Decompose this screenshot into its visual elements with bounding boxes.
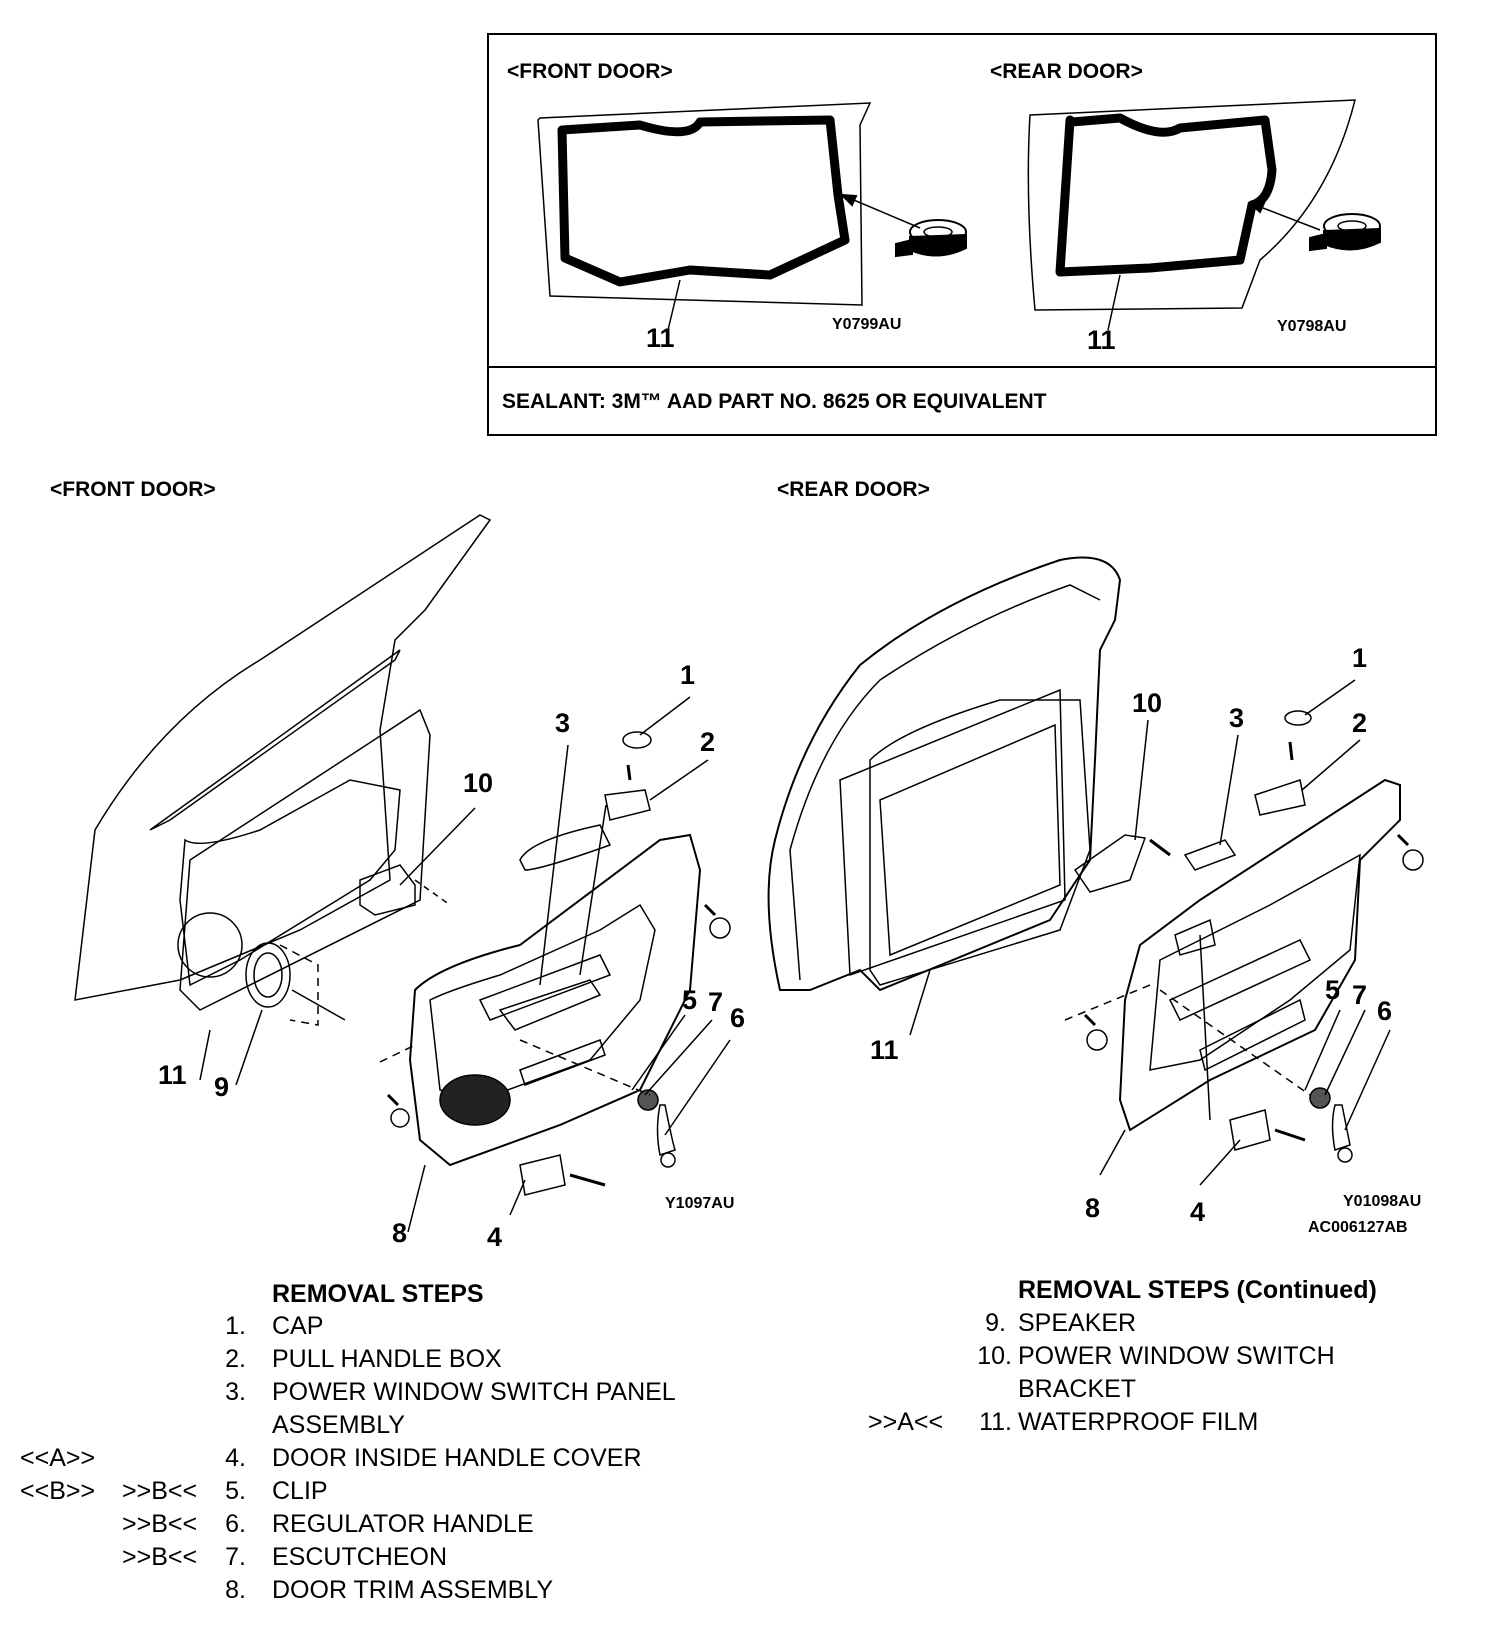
step-3-label: POWER WINDOW SWITCH PANEL [272, 1378, 676, 1406]
front-door-title: <FRONT DOOR> [50, 478, 216, 501]
step-9-label: SPEAKER [1018, 1309, 1137, 1337]
step-11-ref: >>A<< [868, 1408, 944, 1436]
front-callout-6: 6 [730, 1003, 746, 1033]
step-11-label: WATERPROOF FILM [1018, 1408, 1259, 1436]
front-callout-9: 9 [214, 1072, 230, 1102]
sealant-rear-title: <REAR DOOR> [990, 60, 1143, 83]
front-callout-2: 2 [700, 727, 716, 757]
step-9-num: 9. [985, 1309, 1006, 1337]
front-callout-1: 1 [680, 660, 696, 690]
step-5-ref-b: >>B<< [122, 1477, 198, 1505]
step-1-num: 1. [225, 1312, 246, 1340]
step-5-ref-a: <<B>> [20, 1477, 96, 1505]
front-callout-5: 5 [682, 985, 698, 1015]
rear-callout-8: 8 [1085, 1193, 1101, 1223]
step-2-num: 2. [225, 1345, 246, 1373]
front-callout-10: 10 [463, 768, 494, 798]
rear-callout-3: 3 [1229, 703, 1245, 733]
front-door-code: Y1097AU [665, 1195, 735, 1212]
front-callout-7: 7 [708, 987, 724, 1017]
step-6-ref-b: >>B<< [122, 1510, 198, 1538]
step-8-num: 8. [225, 1576, 246, 1604]
rear-callout-1: 1 [1352, 643, 1368, 673]
front-door-sealant-illustration [537, 102, 967, 331]
step-10-label: POWER WINDOW SWITCH [1018, 1342, 1335, 1370]
rear-callout-5: 5 [1325, 975, 1341, 1005]
front-callout-8: 8 [392, 1218, 408, 1248]
rear-door-exploded-illustration [767, 556, 1424, 1186]
sealant-front-code: Y0799AU [832, 316, 902, 333]
rear-door-code: Y01098AU [1343, 1193, 1422, 1210]
step-6-num: 6. [225, 1510, 246, 1538]
front-callout-3: 3 [555, 708, 571, 738]
removal-steps-continued-title: REMOVAL STEPS (Continued) [1018, 1276, 1377, 1304]
step-10-num: 10. [977, 1342, 1012, 1370]
step-7-num: 7. [225, 1543, 246, 1571]
step-1-label: CAP [272, 1312, 324, 1340]
step-6-label: REGULATOR HANDLE [272, 1510, 534, 1538]
step-5-label: CLIP [272, 1477, 328, 1505]
rear-callout-7: 7 [1352, 980, 1368, 1010]
step-2-label: PULL HANDLE BOX [272, 1345, 502, 1373]
rear-callout-4: 4 [1190, 1197, 1206, 1227]
step-11-num: 11. [979, 1408, 1012, 1436]
front-door-exploded-illustration [74, 514, 731, 1233]
step-3-num: 3. [225, 1378, 246, 1406]
front-callout-4: 4 [487, 1222, 503, 1252]
sealant-front-title: <FRONT DOOR> [507, 60, 673, 83]
step-10-label-line2: BRACKET [1018, 1375, 1137, 1403]
rear-door-sealant-illustration [1027, 99, 1381, 331]
sealant-front-callout: 11 [646, 323, 675, 353]
rear-callout-6: 6 [1377, 996, 1393, 1026]
rear-callout-10: 10 [1132, 688, 1163, 718]
step-7-label: ESCUTCHEON [272, 1543, 448, 1571]
step-4-num: 4. [225, 1444, 246, 1472]
step-3-label-line2: ASSEMBLY [272, 1411, 405, 1439]
step-5-num: 5. [225, 1477, 246, 1505]
sealant-rear-callout: 11 [1087, 325, 1116, 355]
rear-callout-11: 11 [870, 1035, 899, 1065]
sealant-rear-code: Y0798AU [1277, 318, 1347, 335]
rear-door-title: <REAR DOOR> [777, 478, 930, 501]
removal-steps-title: REMOVAL STEPS [272, 1280, 484, 1308]
sealant-panel [487, 33, 1437, 436]
rear-callout-2: 2 [1352, 708, 1368, 738]
figure-code: AC006127AB [1308, 1219, 1408, 1236]
sealant-note: SEALANT: 3M™ AAD PART NO. 8625 OR EQUIVA… [502, 390, 1047, 413]
front-callout-11: 11 [158, 1060, 187, 1090]
step-8-label: DOOR TRIM ASSEMBLY [272, 1576, 554, 1604]
step-7-ref-b: >>B<< [122, 1543, 198, 1571]
step-4-ref-a: <<A>> [20, 1444, 96, 1472]
sealant-panel-divider [487, 366, 1437, 368]
step-4-label: DOOR INSIDE HANDLE COVER [272, 1444, 642, 1472]
